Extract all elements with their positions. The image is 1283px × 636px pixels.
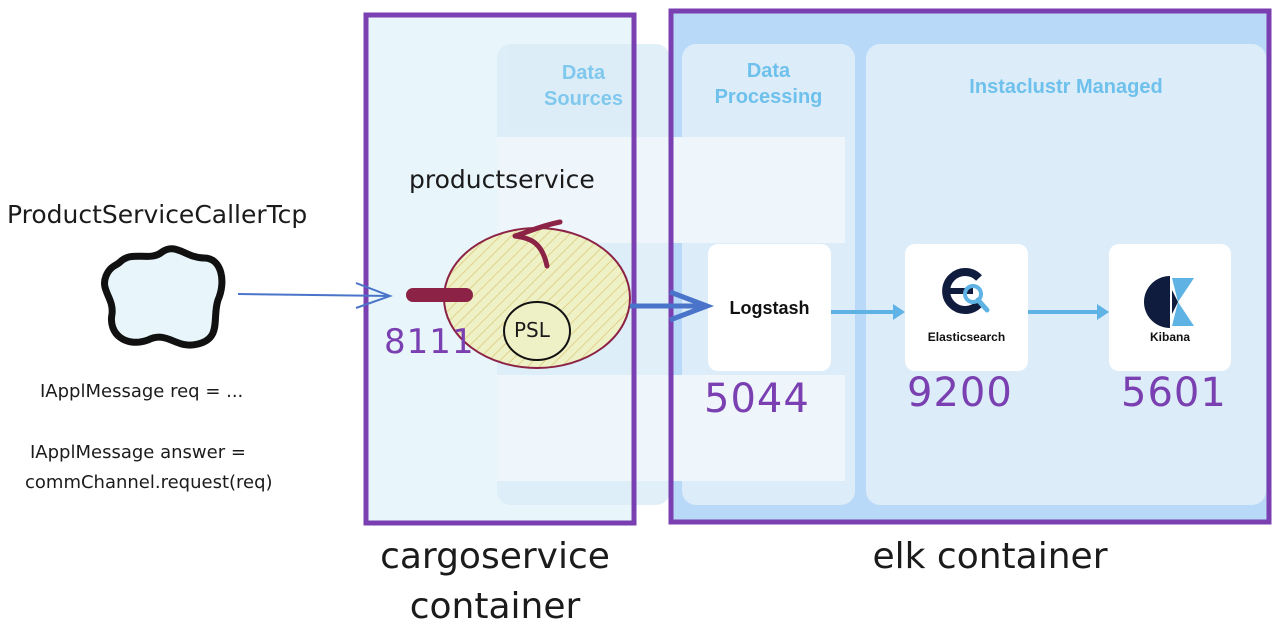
kibana-logo-icon [1144, 276, 1194, 328]
elasticsearch-card[interactable]: Elasticsearch [905, 244, 1028, 371]
actor-name: productservice [409, 165, 595, 194]
client-code-line1: IApplMessage req = ... [40, 381, 244, 402]
client-to-port-arrow [237, 293, 389, 297]
logstash-card[interactable]: Logstash [708, 244, 831, 371]
kibana-card[interactable]: Kibana [1109, 244, 1231, 371]
elasticsearch-port: 9200 [907, 370, 1013, 416]
psl-node [503, 301, 571, 361]
logstash-port: 5044 [704, 376, 810, 422]
data-sources-title: Data Sources [544, 62, 623, 110]
elasticsearch-logo-icon [942, 268, 990, 314]
cargoservice-container-border [363, 12, 637, 526]
cargoservice-caption: cargoservice container [380, 536, 610, 627]
instaclustr-title: Instaclustr Managed [969, 76, 1163, 98]
data-processing-title: Data Processing [714, 60, 823, 108]
client-cloud-shape [101, 245, 226, 349]
client-name: ProductServiceCallerTcp [7, 200, 308, 229]
cargoservice-port: 8111 [384, 322, 475, 362]
psl-label: PSL [514, 318, 550, 342]
elk-container-border [668, 8, 1272, 525]
kibana-port: 5601 [1121, 370, 1227, 416]
logstash-label: Logstash [729, 298, 810, 318]
client-code-line3: commChannel.request(req) [25, 472, 273, 493]
elk-caption: elk container [872, 536, 1108, 577]
elasticsearch-label: Elasticsearch [927, 330, 1006, 344]
client-code-line2: IApplMessage answer = [30, 442, 246, 463]
reply-arrow-icon [512, 219, 563, 269]
kibana-label: Kibana [1149, 330, 1190, 344]
